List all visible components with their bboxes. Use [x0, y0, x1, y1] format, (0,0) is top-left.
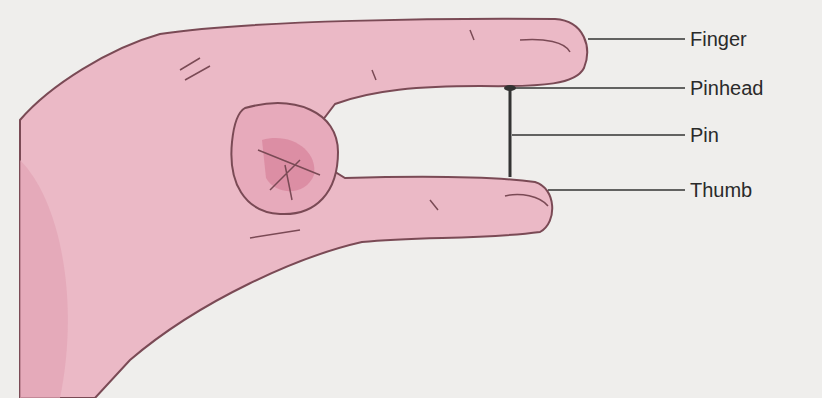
part-label: Pin [690, 124, 719, 146]
nail-line [505, 40, 570, 207]
hand-outline [20, 19, 587, 398]
pin-shaft [509, 88, 512, 177]
leader-line [588, 38, 685, 40]
thumb-crease [250, 200, 438, 238]
leader-line [548, 189, 685, 191]
part-label: Thumb [690, 179, 752, 201]
leader-line [512, 87, 685, 89]
palm-shading [20, 160, 68, 398]
part-label: Finger [690, 28, 747, 50]
finger-crease [258, 150, 320, 200]
part-label: Pinhead [690, 77, 763, 99]
curled-finger [231, 103, 338, 214]
leader-line [512, 134, 685, 136]
finger-crease [180, 30, 474, 80]
